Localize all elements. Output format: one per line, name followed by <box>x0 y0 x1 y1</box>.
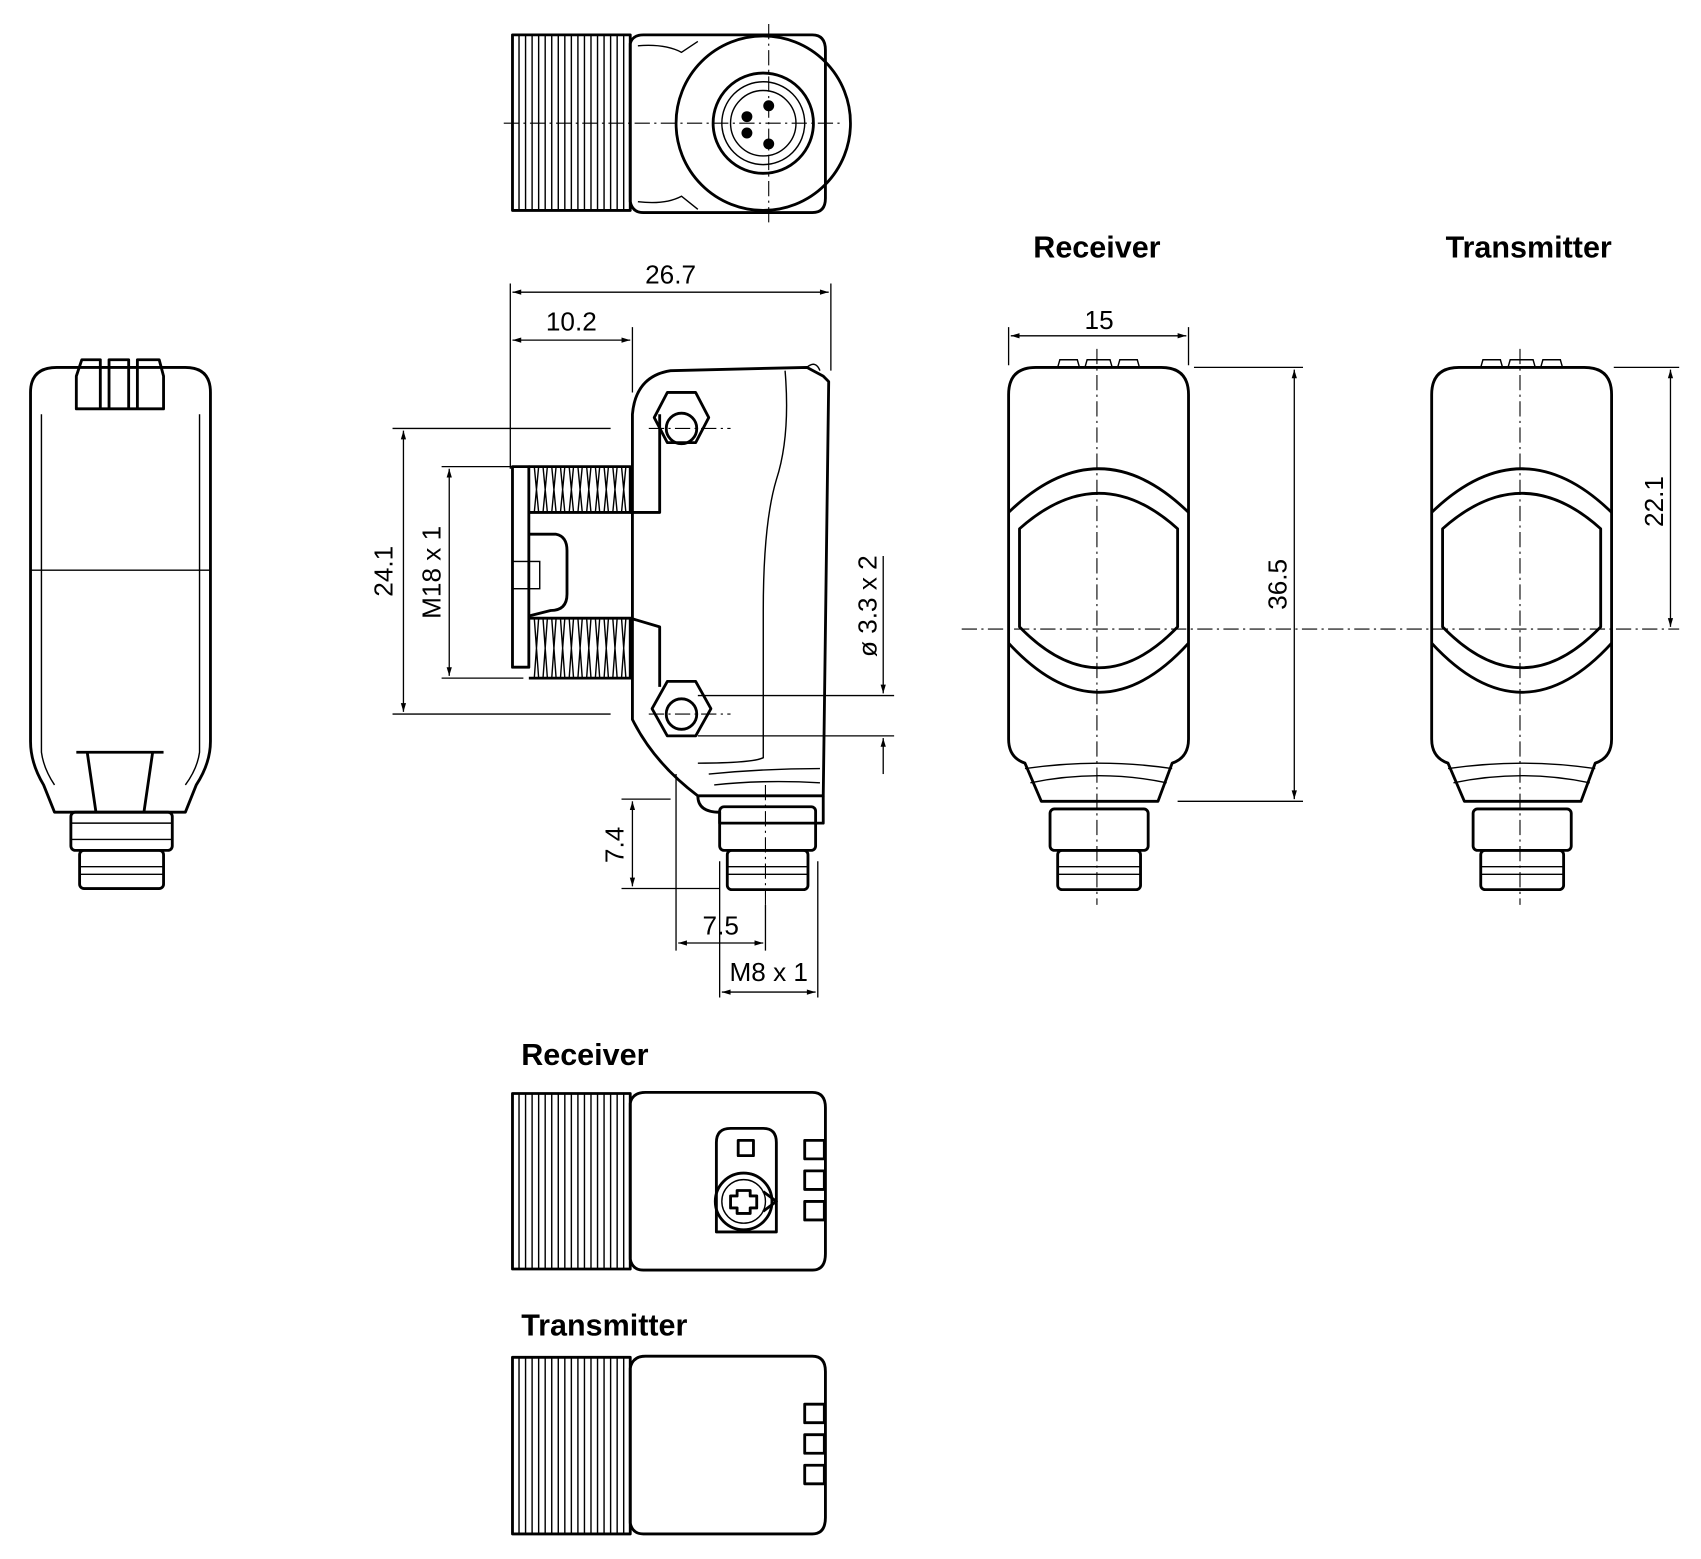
housing-outline <box>628 33 827 215</box>
adjust-recess <box>714 1126 778 1234</box>
front-dimensions: 15 36.5 22.1 <box>961 305 1680 802</box>
bottom-receiver-title: Receiver <box>521 1038 648 1072</box>
connector-grooves <box>1473 800 1572 876</box>
side-view <box>511 363 831 905</box>
dim-connector-length: 7.4 <box>600 827 630 863</box>
housing-edge <box>637 40 699 210</box>
housing-step <box>1024 762 1173 784</box>
thread-tooth <box>551 466 557 513</box>
dim-lens-center-height: 22.1 <box>1639 476 1669 527</box>
mounting-hole-nut-bottom <box>650 679 713 738</box>
thread-tooth <box>533 466 540 513</box>
m8-connector-tip <box>1479 848 1566 892</box>
thread-tooth <box>542 466 549 513</box>
thread-tooth <box>585 466 592 513</box>
front-transmitter-title: Transmitter <box>1446 230 1612 264</box>
end-housing <box>29 365 212 814</box>
lens <box>1441 491 1603 669</box>
center-notch <box>528 532 569 618</box>
led-tabs <box>1480 359 1564 368</box>
led-indicators <box>803 1138 826 1222</box>
front-receiver-title: Receiver <box>1033 230 1160 264</box>
m18-threads <box>528 465 632 680</box>
dim-thread-offset: 10.2 <box>546 306 597 336</box>
dim-thread-size: M18 x 1 <box>417 526 447 619</box>
front-housing <box>1007 365 1190 803</box>
top-view <box>503 23 851 224</box>
thread-tooth <box>559 618 566 679</box>
m8-connector <box>1471 807 1573 852</box>
dim-overall-width: 26.7 <box>645 259 696 289</box>
m8-connector <box>1048 807 1150 852</box>
led-tabs <box>1056 359 1141 368</box>
bottom-transmitter-title: Transmitter <box>521 1309 687 1343</box>
side-dimensions: 26.7 10.2 24.1 M18 x 1 ø 3.3 x 2 7.4 7.5… <box>369 259 895 998</box>
lens <box>1018 491 1180 669</box>
thread-tooth <box>620 618 627 679</box>
bottom-view-transmitter <box>511 1354 827 1536</box>
thread-tooth <box>594 466 601 513</box>
thread-tooth <box>577 466 583 513</box>
thread-flange <box>511 465 531 669</box>
mounting-hole-nut-top <box>652 391 711 445</box>
thread-tooth <box>533 618 540 679</box>
front-view-receiver <box>1007 348 1190 905</box>
thread-tooth <box>603 618 610 679</box>
thread-teeth <box>533 466 627 679</box>
led-indicators <box>803 1402 826 1486</box>
thread-tooth <box>551 618 557 679</box>
m8-connector-tip <box>1056 848 1142 892</box>
front-housing <box>1430 365 1614 803</box>
sensitivity-potentiometer[interactable] <box>713 1171 774 1232</box>
dim-hole-diameter: ø 3.3 x 2 <box>853 555 883 657</box>
thread-tooth <box>603 466 610 513</box>
lens-window <box>1430 467 1613 694</box>
thread-tooth <box>559 466 566 513</box>
thread-tooth <box>620 466 627 513</box>
housing-step <box>1447 762 1596 784</box>
dim-connector-thread: M8 x 1 <box>729 957 808 987</box>
connector-grooves <box>1050 800 1149 876</box>
end-view <box>29 358 212 890</box>
dim-hole-spacing: 24.1 <box>369 546 399 597</box>
thread-tooth <box>594 618 601 679</box>
front-view-transmitter <box>1430 348 1614 905</box>
dim-front-width: 15 <box>1085 305 1114 335</box>
thread-tooth <box>542 618 549 679</box>
dim-connector-offset: 7.5 <box>703 910 739 940</box>
thread-tooth <box>612 466 618 513</box>
dim-front-height: 36.5 <box>1263 559 1293 610</box>
bottom-view-receiver <box>511 1090 827 1272</box>
thread-tooth <box>585 618 592 679</box>
thread-tooth <box>577 618 583 679</box>
thread-tooth <box>612 618 618 679</box>
thread-tooth <box>568 466 575 513</box>
lens-window <box>1007 467 1190 694</box>
thread-tooth <box>568 618 575 679</box>
